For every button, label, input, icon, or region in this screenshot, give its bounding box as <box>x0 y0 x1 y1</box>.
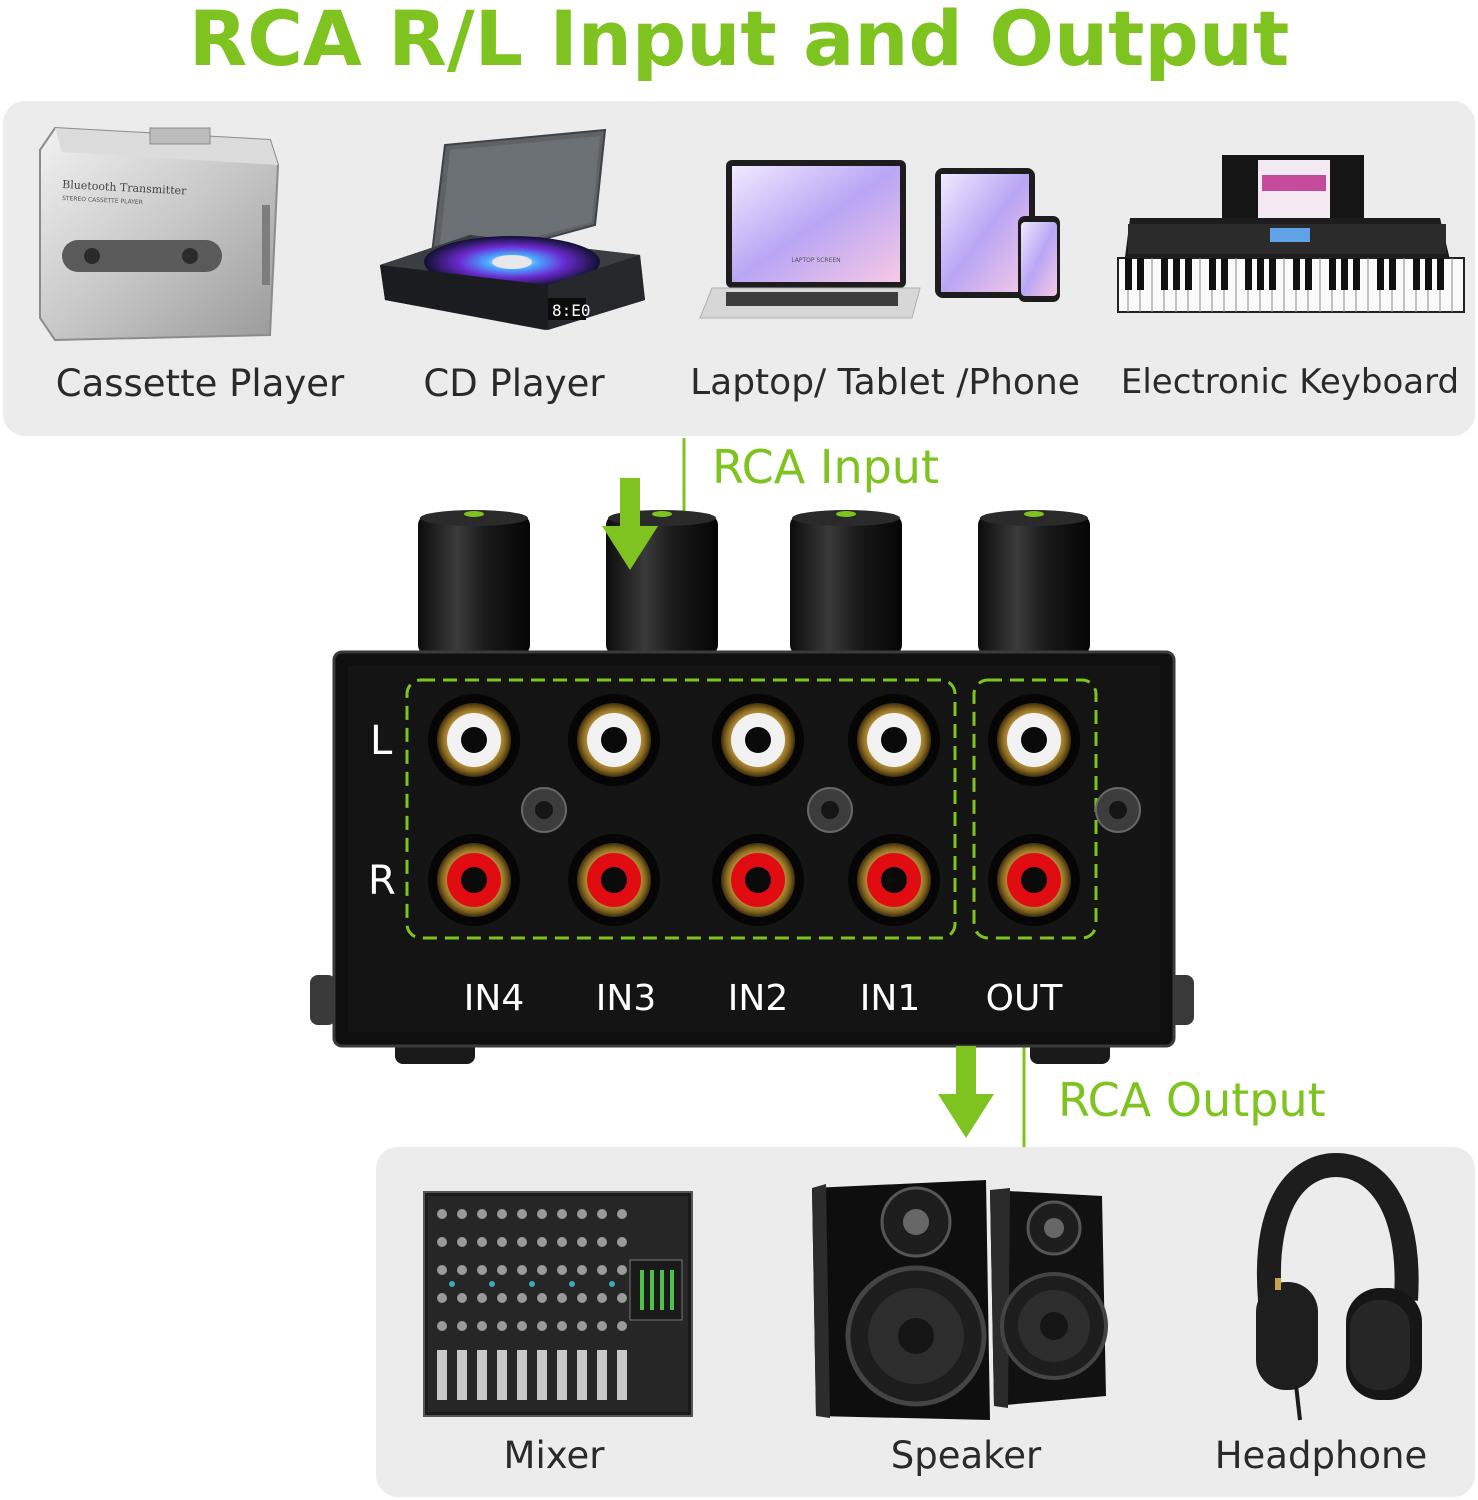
page-title: RCA R/L Input and Output <box>188 0 1290 83</box>
device-label-electronic-keyboard: Electronic Keyboard <box>1120 362 1460 402</box>
rca-jack-in2-right <box>712 834 804 926</box>
volume-knob-in2 <box>790 510 902 655</box>
rca-jack-out-left <box>988 694 1080 786</box>
svg-text:LAPTOP SCREEN: LAPTOP SCREEN <box>791 257 840 264</box>
cd-player-icon: 8:E0 <box>380 128 645 330</box>
electronic-keyboard-icon <box>1117 155 1465 313</box>
input-arrow-icon <box>602 478 658 570</box>
volume-knob-in1 <box>978 510 1090 655</box>
svg-text:8:E0: 8:E0 <box>552 301 591 320</box>
device-label-mixer: Mixer <box>503 1434 605 1477</box>
laptop-tablet-phone-icon: LAPTOP SCREEN <box>699 160 1060 319</box>
svg-text:STEREO CASSETTE PLAYER: STEREO CASSETTE PLAYER <box>62 195 143 206</box>
rca-jack-in1-right <box>848 834 940 926</box>
rca-jacks-right-row <box>428 834 1080 926</box>
mixer-icon <box>423 1191 693 1417</box>
jack-label-out: OUT <box>985 978 1063 1019</box>
volume-knob-in4 <box>418 510 530 655</box>
device-label-headphone: Headphone <box>1214 1434 1428 1477</box>
rca-jack-in4-left <box>428 694 520 786</box>
rca-jack-in2-left <box>712 694 804 786</box>
volume-knobs <box>418 510 1090 655</box>
speaker-icon <box>812 1180 1108 1420</box>
device-label-cassette-player: Cassette Player <box>55 362 345 405</box>
rca-jack-in4-right <box>428 834 520 926</box>
jack-label-in2: IN2 <box>727 978 789 1019</box>
jack-label-in4: IN4 <box>463 978 525 1019</box>
rca-jack-out-right <box>988 834 1080 926</box>
rca-output-callout: RCA Output <box>1058 1073 1326 1127</box>
rca-input-callout: RCA Input <box>712 440 939 494</box>
jack-label-in3: IN3 <box>595 978 657 1019</box>
rca-jack-in1-left <box>848 694 940 786</box>
right-channel-label: R <box>368 858 396 904</box>
rca-jacks-left-row <box>428 694 1080 786</box>
device-label-laptop-tablet-phone: Laptop/ Tablet /Phone <box>690 362 1080 403</box>
device-label-speaker: Speaker <box>890 1434 1042 1477</box>
jack-label-in1: IN1 <box>859 978 921 1019</box>
cassette-player-icon: Bluetooth Transmitter STEREO CASSETTE PL… <box>39 126 280 342</box>
rca-jack-in3-left <box>568 694 660 786</box>
headphone-icon <box>1256 1152 1422 1421</box>
device-label-cd-player: CD Player <box>423 362 605 405</box>
rca-jack-in3-right <box>568 834 660 926</box>
output-arrow-icon <box>938 1046 994 1138</box>
left-channel-label: L <box>370 718 393 764</box>
